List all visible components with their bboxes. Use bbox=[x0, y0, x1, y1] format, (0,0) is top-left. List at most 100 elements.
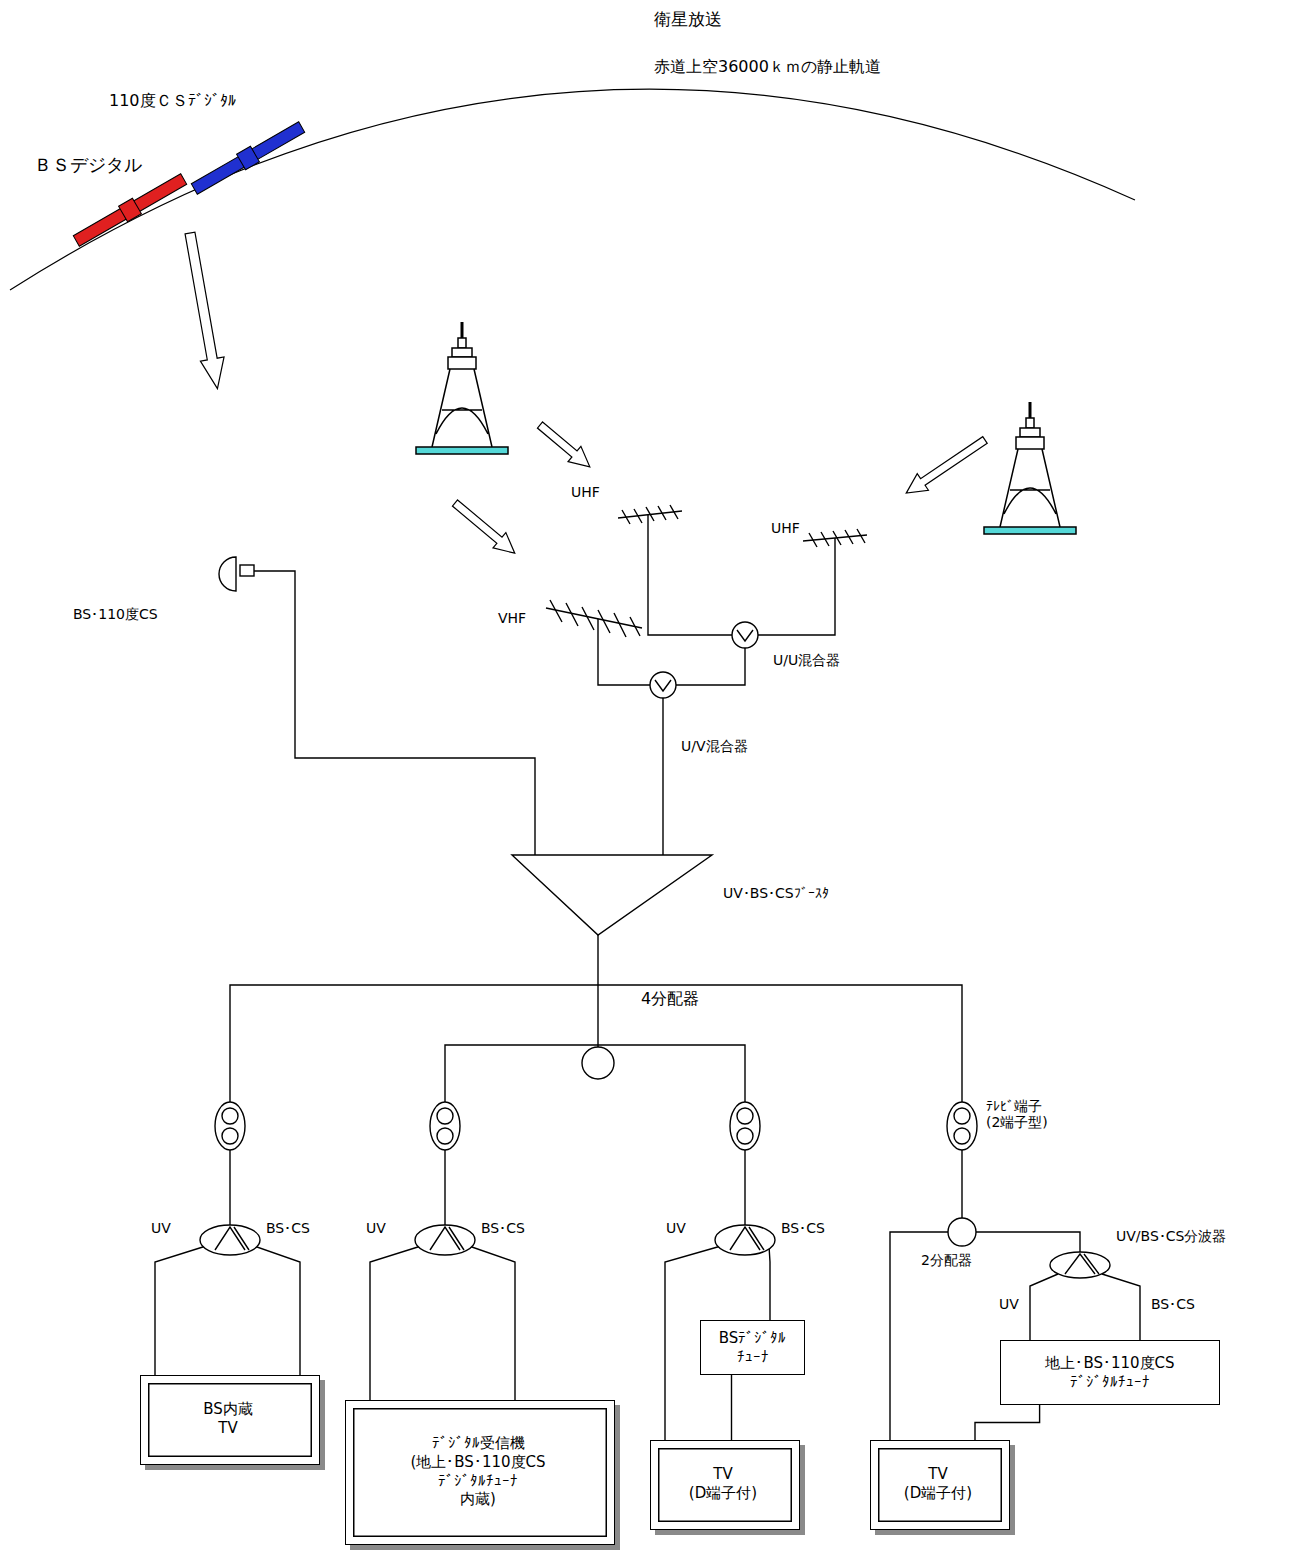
part-label: 2分配器 bbox=[920, 1252, 973, 1268]
tv-outlet bbox=[430, 1102, 460, 1150]
tv-outlet bbox=[222, 1128, 238, 1144]
tv-outlet bbox=[215, 1102, 245, 1150]
coax-connector bbox=[975, 1405, 1040, 1440]
tv-outlet bbox=[947, 1102, 977, 1150]
tv-outlet bbox=[737, 1128, 753, 1144]
signal-arrow bbox=[534, 417, 597, 474]
band-splitter bbox=[715, 1225, 775, 1255]
band-splitter bbox=[215, 1227, 249, 1250]
signal-arrow bbox=[178, 231, 229, 391]
part-label: 衛星放送 bbox=[653, 10, 723, 30]
orbit-arc bbox=[10, 89, 1135, 290]
distributor bbox=[582, 1047, 976, 1246]
booster bbox=[512, 855, 712, 935]
tv-outlet bbox=[730, 1102, 760, 1150]
tv-set-box: BS内蔵 TV bbox=[140, 1375, 320, 1465]
band-splitter bbox=[415, 1225, 475, 1255]
part-label: 4分配器 bbox=[640, 990, 700, 1008]
box-text: BS内蔵 TV bbox=[203, 1400, 253, 1438]
coax-wire bbox=[254, 571, 535, 855]
antenna bbox=[622, 505, 678, 524]
tv-outlet bbox=[222, 1108, 238, 1124]
part-label: ﾃﾚﾋﾞ端子 (2端子型) bbox=[985, 1098, 1049, 1130]
part-label: BS･110度CS bbox=[72, 606, 159, 622]
coax-wire bbox=[758, 538, 835, 635]
tuner-box: BSﾃﾞｼﾞﾀﾙ ﾁｭｰﾅ bbox=[700, 1320, 805, 1375]
antenna bbox=[550, 600, 640, 637]
part-label: BS･CS bbox=[780, 1220, 826, 1236]
coax-wire bbox=[648, 515, 732, 635]
tv-outlet bbox=[954, 1128, 970, 1144]
coax-connector bbox=[731, 1375, 732, 1440]
box-text: BSﾃﾞｼﾞﾀﾙ ﾁｭｰﾅ bbox=[719, 1329, 787, 1367]
part-label: UV･BS･CSﾌﾞｰｽﾀ bbox=[722, 885, 830, 901]
mixer bbox=[732, 622, 758, 648]
distributor bbox=[582, 1047, 614, 1079]
part-label: BS･CS bbox=[1150, 1296, 1196, 1312]
coax-wire bbox=[662, 698, 663, 855]
tv-set-box: ﾃﾞｼﾞﾀﾙ受信機(地上･BS･110度CS ﾃﾞｼﾞﾀﾙﾁｭｰﾅ 内蔵) bbox=[345, 1400, 615, 1545]
signal-arrow bbox=[449, 495, 522, 560]
part-label: ＢＳデジタル bbox=[33, 155, 143, 176]
signal-arrow bbox=[901, 432, 991, 502]
part-label: 110度ＣＳﾃﾞｼﾞﾀﾙ bbox=[108, 92, 237, 110]
cs-satellite bbox=[190, 119, 306, 197]
part-label: BS･CS bbox=[480, 1220, 526, 1236]
mixer bbox=[650, 622, 758, 698]
coax-wire bbox=[230, 985, 962, 1102]
tv-outlet bbox=[737, 1108, 753, 1124]
band-splitter bbox=[1050, 1252, 1110, 1278]
part-label: UHF bbox=[570, 484, 601, 500]
box-text: (地上･BS･110度CS ﾃﾞｼﾞﾀﾙﾁｭｰﾅ 内蔵) bbox=[410, 1453, 545, 1509]
part-label: UV bbox=[150, 1220, 172, 1236]
tuner-box: 地上･BS･110度CS ﾃﾞｼﾞﾀﾙﾁｭｰﾅ bbox=[1000, 1340, 1220, 1405]
part-label: VHF bbox=[497, 610, 527, 626]
signal-arrow bbox=[178, 231, 990, 561]
part-label: UV bbox=[365, 1220, 387, 1236]
coax-wire bbox=[230, 1150, 962, 1225]
band-splitter bbox=[730, 1227, 764, 1250]
coax-wire bbox=[597, 935, 598, 1047]
coax-wire bbox=[155, 515, 1140, 1440]
coax-wire bbox=[445, 1045, 745, 1102]
coax-wire bbox=[155, 1246, 300, 1375]
cs-satellite bbox=[237, 146, 260, 170]
box-text: 地上･BS･110度CS ﾃﾞｼﾞﾀﾙﾁｭｰﾅ bbox=[1045, 1354, 1174, 1392]
part-label: UV/BS･CS分波器 bbox=[1115, 1228, 1227, 1244]
coax-wire bbox=[598, 619, 650, 685]
box-text: ﾃﾞｼﾞﾀﾙ受信機 bbox=[432, 1434, 525, 1453]
bs-satellite bbox=[119, 198, 142, 222]
mixer bbox=[655, 680, 671, 691]
part-label: UHF bbox=[770, 520, 801, 536]
tv-outlet bbox=[437, 1108, 453, 1124]
tv-outlet bbox=[954, 1108, 970, 1124]
tv-set-box: TV (D端子付) bbox=[650, 1440, 800, 1530]
band-splitter bbox=[200, 1225, 260, 1255]
mixer bbox=[737, 630, 753, 641]
bs-dish bbox=[240, 565, 254, 576]
mixer bbox=[650, 672, 676, 698]
broadcast-tower bbox=[984, 402, 1076, 534]
coax-wire bbox=[370, 1246, 515, 1400]
cs-satellite bbox=[191, 122, 304, 194]
tv-set-box: TV (D端子付) bbox=[870, 1440, 1010, 1530]
bs-dish bbox=[219, 557, 236, 591]
part-label: U/V混合器 bbox=[680, 738, 749, 754]
band-splitter bbox=[200, 1225, 1110, 1278]
orbit-arc bbox=[10, 89, 1135, 290]
booster bbox=[512, 855, 712, 935]
part-label: UV bbox=[665, 1220, 687, 1236]
broadcast-tower bbox=[416, 322, 1076, 534]
bs-satellite bbox=[73, 174, 186, 246]
tv-outlet bbox=[437, 1128, 453, 1144]
antenna bbox=[546, 505, 867, 637]
distributor bbox=[948, 1218, 976, 1246]
broadcast-tower bbox=[416, 322, 508, 454]
band-splitter bbox=[1065, 1254, 1099, 1274]
tv-outlet bbox=[215, 1102, 977, 1150]
antenna bbox=[809, 529, 865, 547]
part-label: 赤道上空36000ｋｍの静止軌道 bbox=[653, 58, 882, 76]
coax-wire bbox=[1030, 1274, 1140, 1340]
part-label: BS･CS bbox=[265, 1220, 311, 1236]
